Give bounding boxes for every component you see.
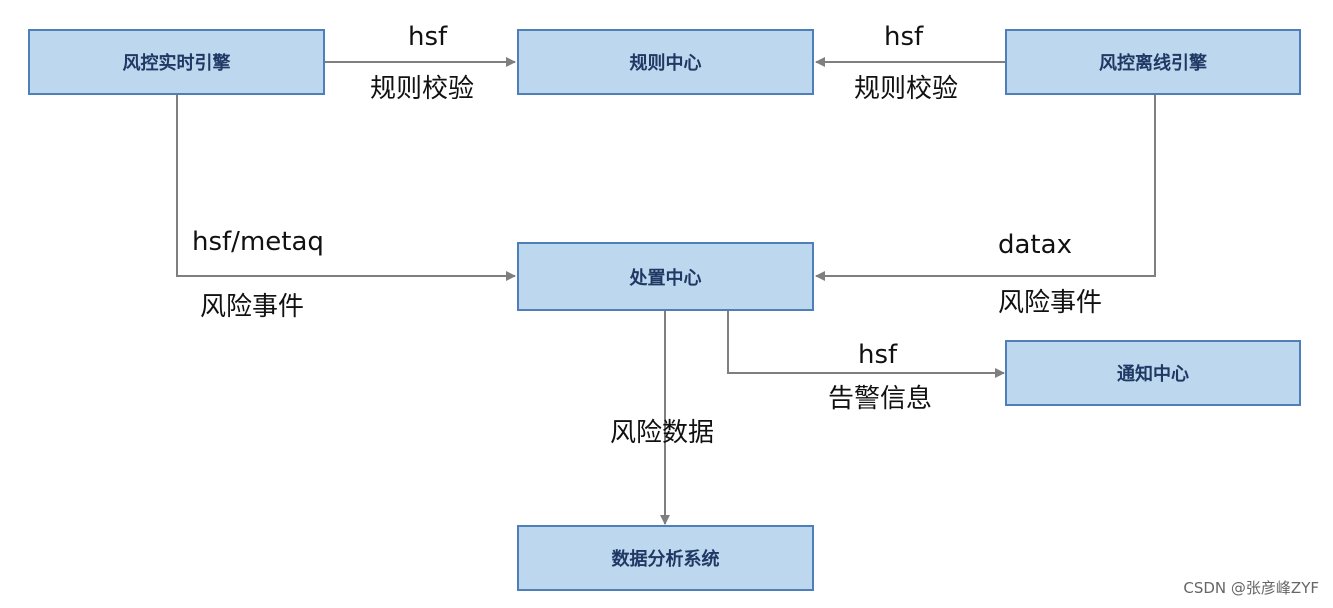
watermark: CSDN @张彦峰ZYF bbox=[1183, 579, 1319, 597]
node-offline-engine: 风控离线引擎 bbox=[1005, 29, 1301, 95]
edge-label-realtime-rule-name: 规则校验 bbox=[370, 74, 475, 104]
edge-label-offline-disposal-protocol: datax bbox=[998, 230, 1072, 260]
edge-offline-to-disposal bbox=[815, 95, 1156, 281]
node-realtime-engine: 风控实时引擎 bbox=[28, 29, 325, 95]
edge-label-disposal-analysis-name: 风险数据 bbox=[610, 418, 715, 448]
edge-disposal-to-notify bbox=[727, 311, 1005, 378]
node-rule-center: 规则中心 bbox=[517, 29, 814, 95]
edge-label-realtime-disposal-name: 风险事件 bbox=[200, 292, 305, 322]
edge-label-offline-rule-name: 规则校验 bbox=[854, 74, 959, 104]
edge-label-realtime-rule-protocol: hsf bbox=[408, 22, 448, 52]
node-analysis-system: 数据分析系统 bbox=[517, 525, 814, 591]
edge-label-offline-disposal-name: 风险事件 bbox=[998, 288, 1103, 318]
edge-label-realtime-disposal-protocol: hsf/metaq bbox=[192, 227, 324, 257]
edge-label-disposal-notify-name: 告警信息 bbox=[828, 384, 933, 414]
edge-realtime-to-disposal bbox=[176, 95, 516, 281]
node-disposal-center: 处置中心 bbox=[517, 242, 814, 311]
edge-label-offline-rule-protocol: hsf bbox=[884, 22, 924, 52]
edge-label-disposal-notify-protocol: hsf bbox=[858, 340, 898, 370]
node-notify-center: 通知中心 bbox=[1005, 340, 1301, 406]
